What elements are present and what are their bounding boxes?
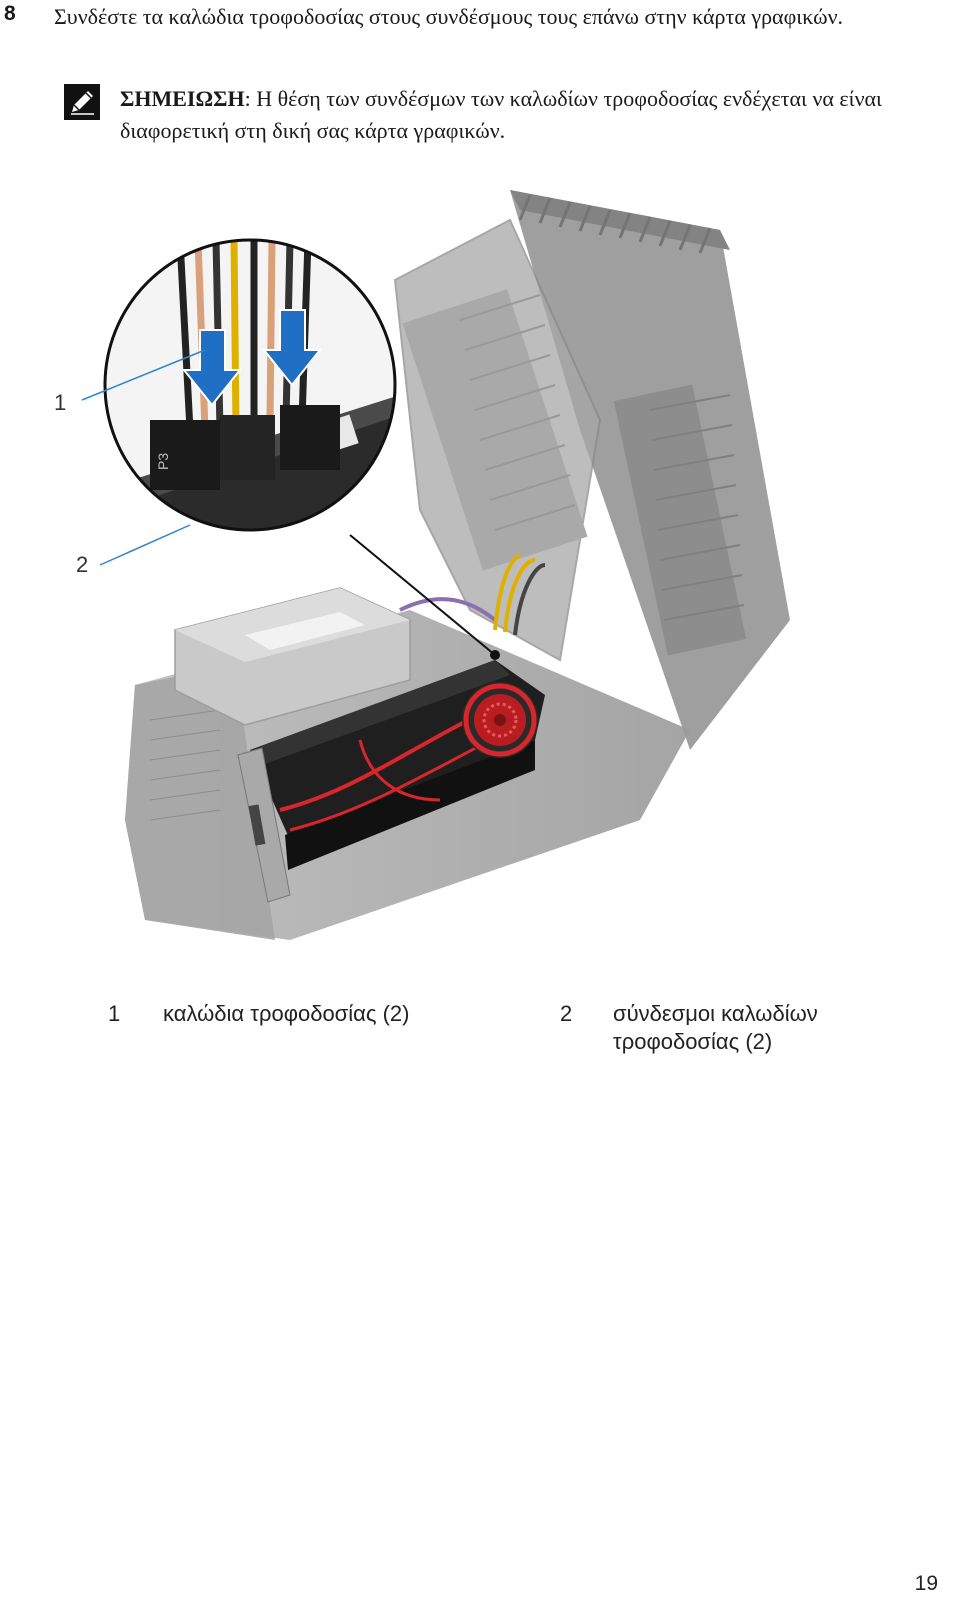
legend-number-1: 1 [108, 1001, 121, 1026]
step-instruction: Συνδέστε τα καλώδια τροφοδοσίας στους συ… [54, 4, 844, 29]
case-lid [510, 190, 790, 750]
svg-text:P3: P3 [155, 453, 171, 470]
callout-number-1: 1 [54, 390, 67, 415]
step-number: 8 [4, 2, 16, 25]
callout-line-2 [99, 524, 191, 566]
callout-number-2: 2 [76, 552, 89, 577]
legend-label-1: καλώδια τροφοδοσίας (2) [163, 1001, 410, 1026]
legend-number-2: 2 [560, 1001, 573, 1026]
connector-location-dot [490, 650, 500, 660]
callout-line-1 [81, 349, 206, 401]
note-body: Η θέση των συνδέσμων των καλωδίων τροφοδ… [120, 86, 882, 143]
case-inner-frame [393, 218, 602, 662]
note-text-block: ΣΗΜΕΙΩΣΗ: Η θέση των συνδέσμων των καλωδ… [120, 83, 920, 147]
zoom-leader-line [349, 534, 496, 656]
note-label: ΣΗΜΕΙΩΣΗ [120, 86, 245, 111]
graphics-card [237, 660, 545, 903]
legend-label-2: σύνδεσμοι καλωδίων τροφοδοσίας (2) [613, 1001, 818, 1054]
power-supply-unit [174, 587, 411, 726]
psu-cable-bundle [399, 553, 546, 636]
graphics-card-installation-illustration: P3 1 2 [40, 180, 840, 980]
connector-zoom-detail: P3 [103, 238, 397, 532]
note-separator: : [244, 86, 257, 111]
page-number: 19 [914, 1572, 938, 1595]
pencil-note-icon [64, 84, 100, 120]
